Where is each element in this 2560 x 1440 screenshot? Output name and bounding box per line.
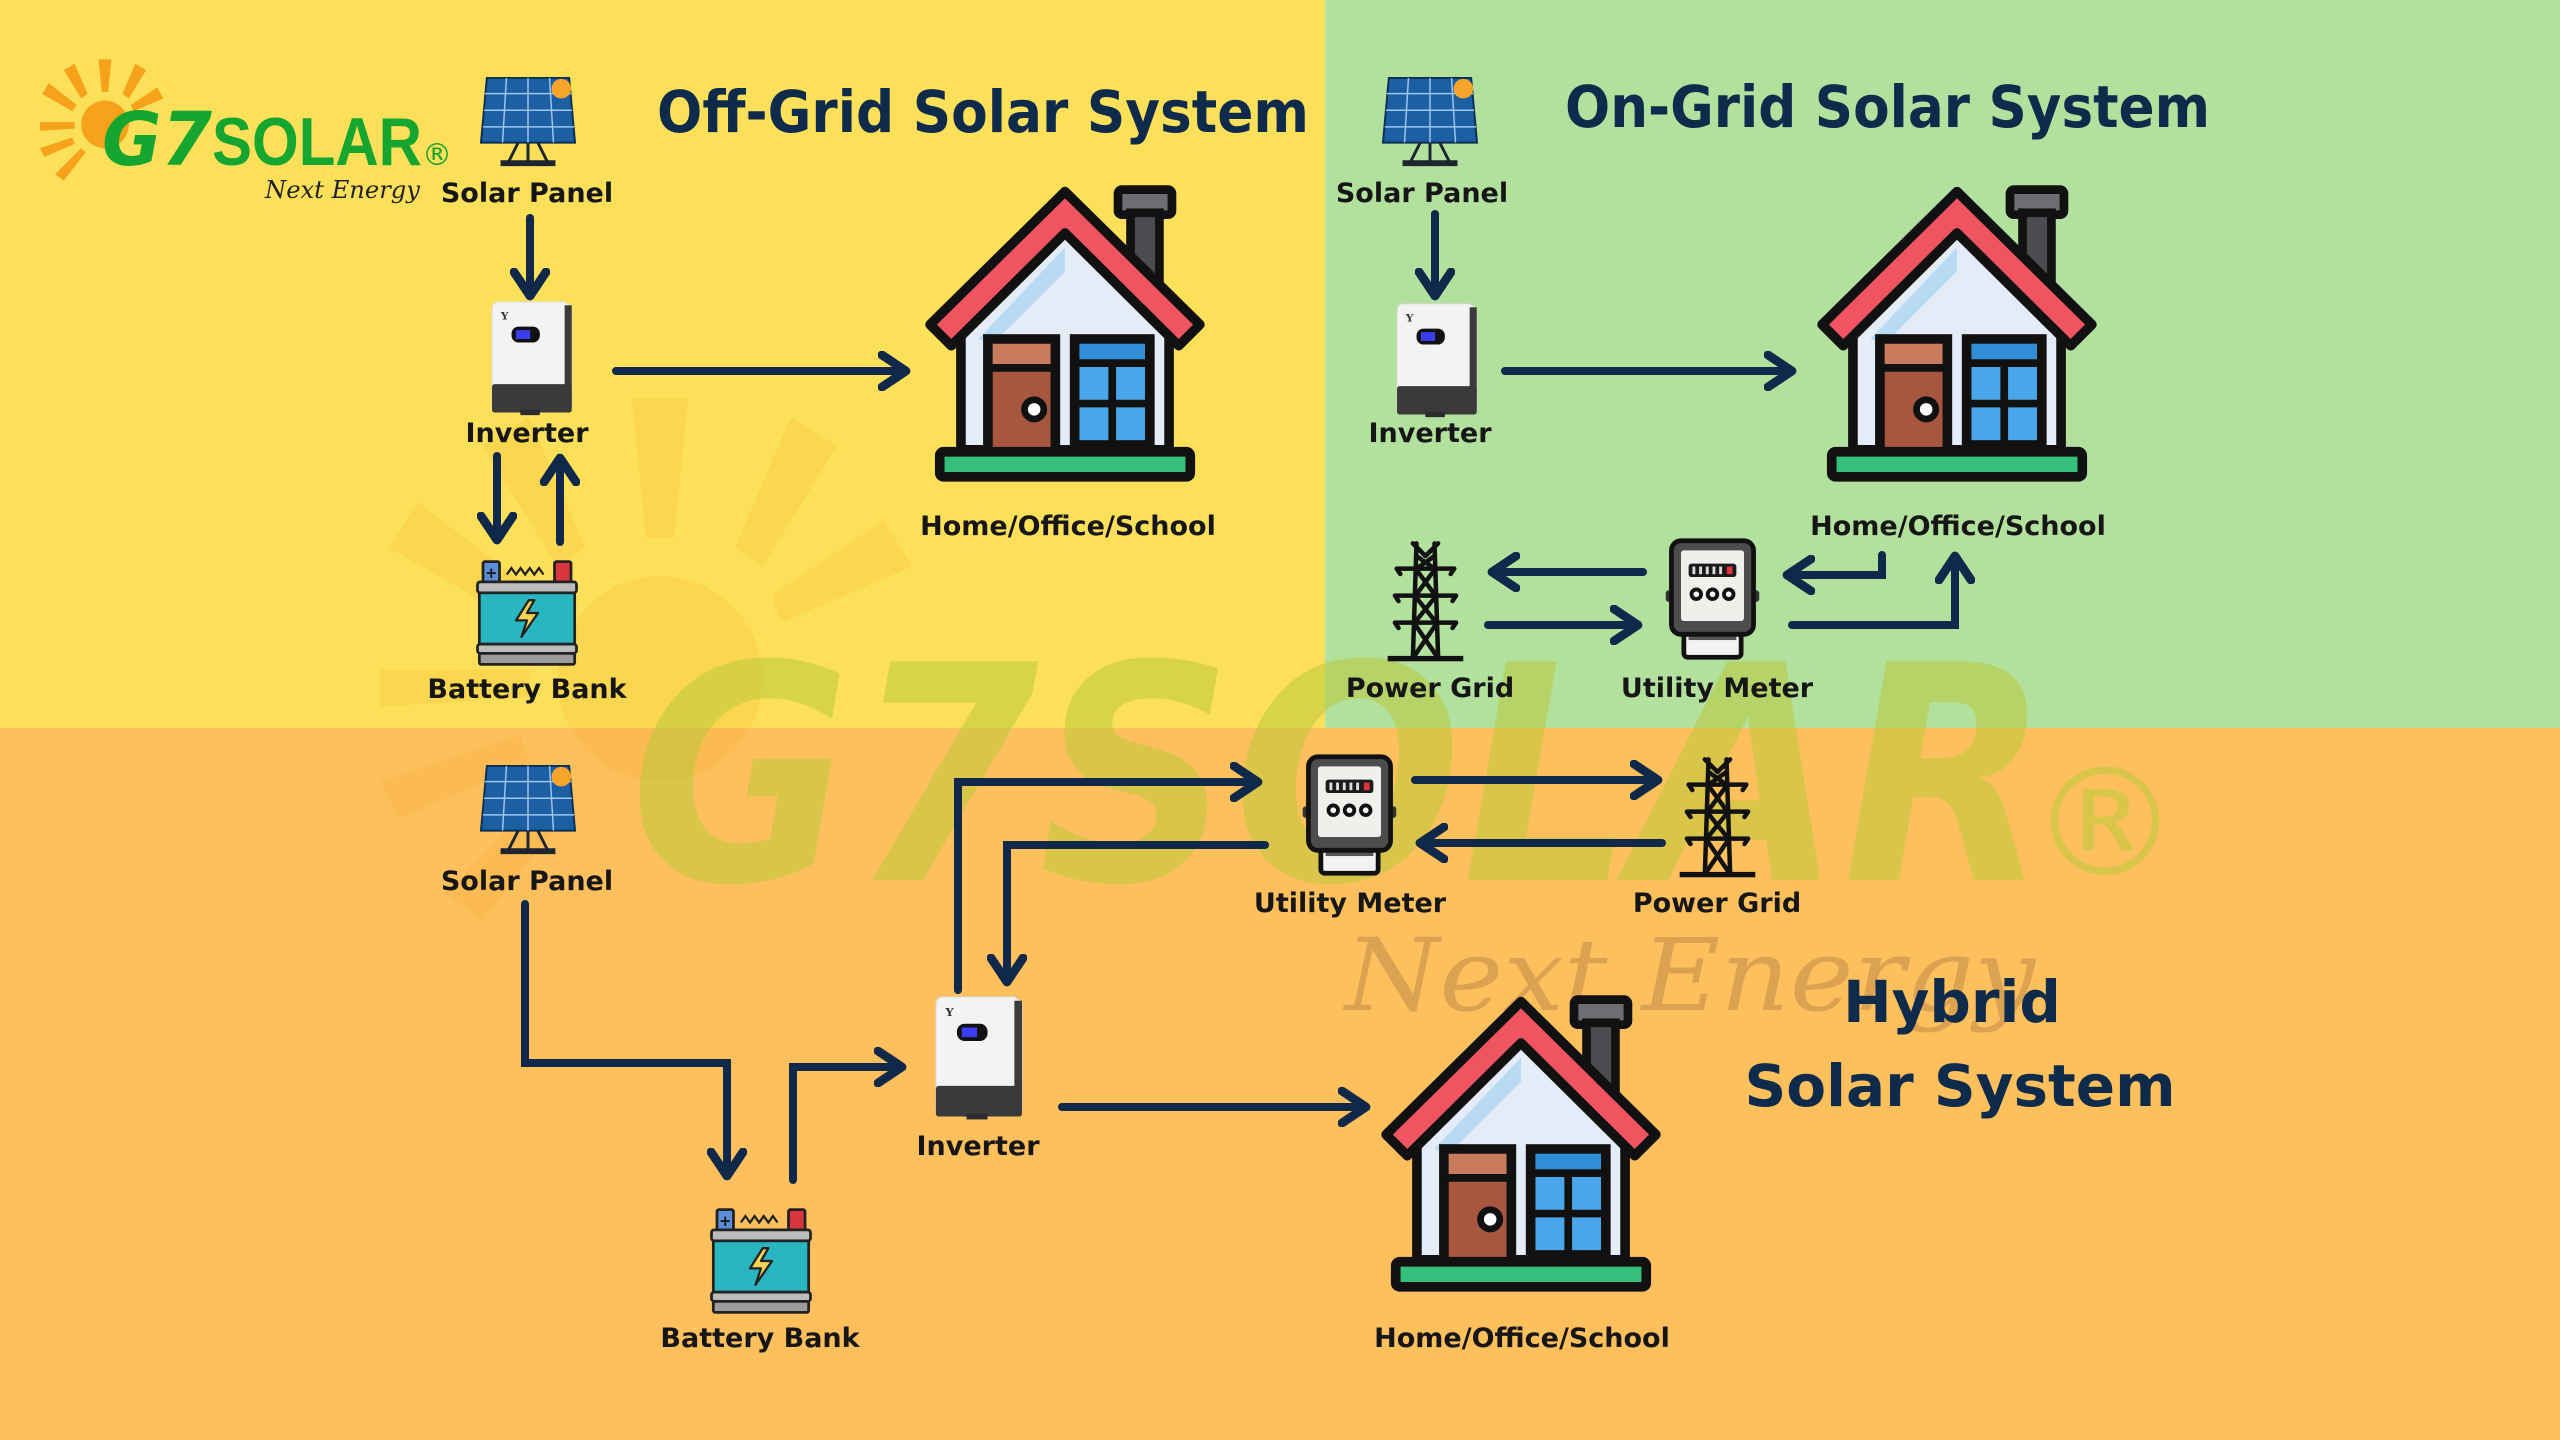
logo-registered: ® <box>422 138 452 173</box>
battery-label: Battery Bank <box>660 1323 860 1354</box>
solar-panel-label: Solar Panel <box>441 178 613 209</box>
on-grid-section: On-Grid Solar System Solar Panel Inverte… <box>1336 73 2210 704</box>
solar-panel-label: Solar Panel <box>1336 178 1508 209</box>
on-grid-title: On-Grid Solar System <box>1565 73 2210 141</box>
inverter-icon <box>935 996 1023 1120</box>
logo-solar: SOLAR <box>212 104 422 180</box>
watermark-tagline: Next Energy <box>1343 917 2037 1034</box>
watermark-registered: ® <box>2030 737 2180 911</box>
inverter-icon <box>491 301 573 416</box>
hybrid-title-line2: Solar System <box>1744 1052 2175 1120</box>
hybrid-title-line1: Hybrid <box>1843 968 2061 1036</box>
arrow-meter-to-inverter <box>1007 841 1269 982</box>
battery-label: Battery Bank <box>427 674 627 705</box>
logo-tagline: Next Energy <box>264 176 420 204</box>
power-grid-label: Power Grid <box>1633 888 1801 919</box>
arrow-inverter-to-meter <box>954 782 1258 994</box>
home-label: Home/Office/School <box>920 511 1216 542</box>
logo-g7: G7 <box>102 97 212 183</box>
hybrid-background <box>0 728 2560 1440</box>
brand-logo: G7 SOLAR ® Next Energy <box>40 59 452 204</box>
power-grid-label: Power Grid <box>1346 673 1514 704</box>
home-label: Home/Office/School <box>1374 1323 1670 1354</box>
arrow-battery-to-inverter <box>789 1067 902 1184</box>
off-grid-title: Off-Grid Solar System <box>657 78 1309 146</box>
off-grid-section: Off-Grid Solar System Solar Panel Invert… <box>427 76 1309 705</box>
utility-meter-label: Utility Meter <box>1621 673 1814 704</box>
arrow-home-to-meter <box>1787 551 1886 575</box>
inverter-label: Inverter <box>916 1131 1040 1162</box>
arrow-panel-to-battery <box>521 900 727 1176</box>
arrow-meter-to-home <box>1788 556 1955 629</box>
utility-meter-label: Utility Meter <box>1254 888 1447 919</box>
home-label: Home/Office/School <box>1810 511 2106 542</box>
hybrid-section: Hybrid Solar System Solar Panel Battery … <box>441 757 2176 1354</box>
inverter-label: Inverter <box>465 418 589 449</box>
solar-panel-label: Solar Panel <box>441 866 613 897</box>
inverter-icon <box>1396 303 1478 418</box>
inverter-label: Inverter <box>1368 418 1492 449</box>
